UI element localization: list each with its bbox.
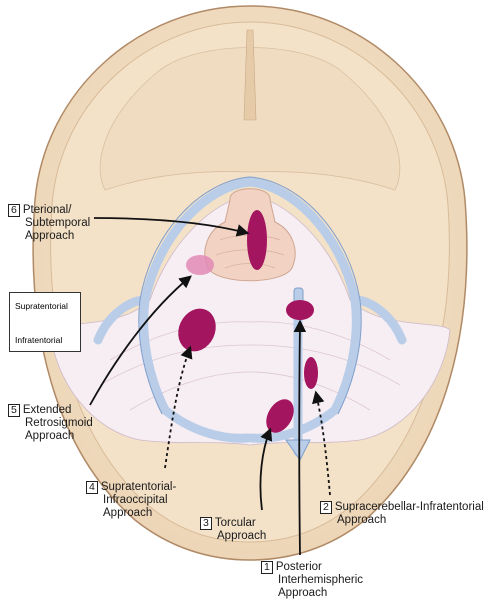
label-line: Approach (103, 507, 153, 519)
approach-number: 4 (86, 481, 98, 494)
label-line: Retrosigmoid (25, 417, 93, 429)
label-line: Torcular (214, 517, 256, 529)
target-pterional (247, 210, 267, 270)
label-line: Infraoccipital (103, 494, 168, 506)
label-line: Posterior (275, 561, 322, 573)
arrow-retrosigmoid (89, 275, 192, 406)
legend-solid-label: Supratentorial (15, 301, 68, 311)
label-line: Approach (217, 530, 267, 542)
approach-number: 1 (261, 561, 273, 574)
target-retrosigmoid (178, 308, 216, 352)
label-line: Supracerebellar-Infratentorial (334, 501, 484, 513)
approach-number: 6 (8, 204, 20, 217)
approach-number: 5 (8, 404, 20, 417)
label-line: Approach (25, 230, 75, 242)
label-line: Subtemporal (25, 217, 91, 229)
label-line: Supratentorial- (100, 481, 177, 493)
target-torcular (266, 399, 294, 433)
arrow-supracerebellar (312, 390, 331, 496)
approach-number: 2 (320, 501, 332, 514)
approach-arrows (89, 217, 331, 556)
sinus-outlines (138, 176, 362, 415)
crista-galli (243, 29, 257, 121)
torcula (285, 439, 311, 461)
route-legend: Supratentorial Infratentorial (9, 292, 81, 352)
label-line: Interhemispheric (278, 574, 364, 586)
target-windows (178, 210, 318, 433)
arrow-infraoccipital (164, 345, 193, 469)
approach-number: 3 (200, 517, 212, 530)
label-line: Approach (337, 514, 387, 526)
target-pterional-light (186, 255, 214, 275)
arrow-torcular (259, 427, 273, 511)
target-posterior-interhemispheric (286, 300, 314, 320)
label-line: Approach (278, 587, 328, 599)
label-line: Pterional/ (22, 204, 72, 216)
label-line: Approach (25, 430, 75, 442)
legend-dotted-label: Infratentorial (15, 335, 63, 345)
arrow-posterior-interhemispheric (293, 319, 307, 556)
label-line: Extended (22, 404, 72, 416)
target-supracerebellar (304, 357, 318, 389)
arrow-pterional (93, 217, 250, 237)
